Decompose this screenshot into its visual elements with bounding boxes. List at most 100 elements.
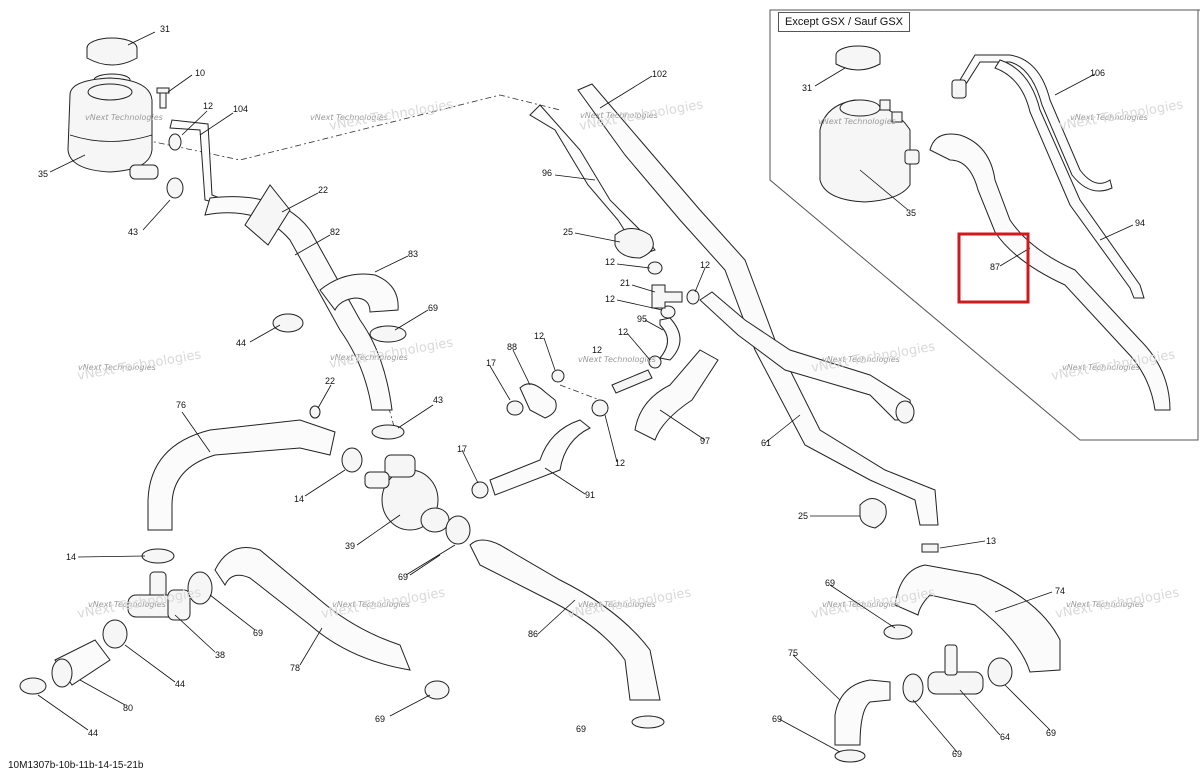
callout-82: 82 bbox=[330, 227, 340, 237]
callout-80: 80 bbox=[123, 703, 133, 713]
clamp-69-c bbox=[187, 571, 213, 605]
highlight-box-87 bbox=[957, 232, 1030, 304]
callout-87: 87 bbox=[990, 262, 1000, 272]
watermark-text: vNext Technologies bbox=[580, 111, 658, 120]
watermark-text: vNext Technologies bbox=[810, 339, 937, 376]
callout-106: 106 bbox=[1090, 68, 1105, 78]
clamp-17-b bbox=[471, 481, 489, 499]
callout-83: 83 bbox=[408, 249, 418, 259]
callout-76: 76 bbox=[176, 400, 186, 410]
clamp-69-f bbox=[883, 624, 913, 640]
callout-35: 35 bbox=[38, 169, 48, 179]
callout-17: 17 bbox=[457, 444, 467, 454]
clamp-12-a bbox=[168, 133, 182, 151]
callout-88: 88 bbox=[507, 342, 517, 352]
callout-69: 69 bbox=[398, 572, 408, 582]
hose-97 bbox=[634, 349, 719, 441]
watermark-text: vNext Technologies bbox=[320, 585, 447, 622]
watermark-text: vNext Technologies bbox=[78, 363, 156, 372]
callout-69: 69 bbox=[253, 628, 263, 638]
hose-87 bbox=[929, 133, 1171, 411]
callout-44: 44 bbox=[175, 679, 185, 689]
clamp-12-b bbox=[647, 261, 663, 275]
dashed-link-hose88 bbox=[559, 384, 601, 401]
hose-76 bbox=[147, 419, 336, 531]
inset-frame bbox=[769, 9, 1199, 441]
tube-fitting bbox=[611, 369, 653, 394]
clamp-44-b bbox=[102, 619, 128, 649]
watermark-text: vNext Technologies bbox=[328, 97, 455, 134]
expansion-tank-35-inset bbox=[819, 99, 920, 203]
callout-75: 75 bbox=[788, 648, 798, 658]
hose-95 bbox=[659, 317, 681, 361]
elbow-88 bbox=[519, 383, 557, 419]
watermark-text: vNext Technologies bbox=[578, 600, 656, 609]
watermark-text: vNext Technologies bbox=[330, 353, 408, 362]
callout-64: 64 bbox=[1000, 732, 1010, 742]
clamp-25-a bbox=[614, 228, 654, 259]
t-fitting-38 bbox=[127, 571, 191, 621]
hose-61-end bbox=[895, 400, 915, 424]
bracket-22-b bbox=[309, 405, 321, 419]
callout-14: 14 bbox=[294, 494, 304, 504]
clamp-25-b bbox=[859, 498, 887, 529]
callout-74: 74 bbox=[1055, 586, 1065, 596]
dashed-link-main bbox=[144, 94, 561, 161]
clamp-17-a bbox=[506, 400, 524, 416]
callout-22: 22 bbox=[325, 376, 335, 386]
elbow-75 bbox=[834, 679, 891, 746]
callout-104: 104 bbox=[233, 104, 248, 114]
callout-44: 44 bbox=[88, 728, 98, 738]
callout-44: 44 bbox=[236, 338, 246, 348]
elbow-83 bbox=[319, 273, 399, 313]
callout-12: 12 bbox=[605, 294, 615, 304]
callout-25: 25 bbox=[563, 227, 573, 237]
clamp-12-f bbox=[551, 369, 565, 383]
pipe-64 bbox=[927, 644, 984, 695]
watermark-text: vNext Technologies bbox=[822, 600, 900, 609]
callout-102: 102 bbox=[652, 69, 667, 79]
callout-38: 38 bbox=[215, 650, 225, 660]
watermark-text: vNext Technologies bbox=[332, 600, 410, 609]
callout-12: 12 bbox=[534, 331, 544, 341]
clamp-69-h bbox=[902, 673, 924, 703]
callout-21: 21 bbox=[620, 278, 630, 288]
callout-91: 91 bbox=[585, 490, 595, 500]
callout-13: 13 bbox=[986, 536, 996, 546]
clamp-44-a bbox=[272, 313, 304, 333]
watermark-text: vNext Technologies bbox=[818, 117, 896, 126]
callout-43: 43 bbox=[433, 395, 443, 405]
callout-12: 12 bbox=[605, 257, 615, 267]
callout-69: 69 bbox=[772, 714, 782, 724]
callout-78: 78 bbox=[290, 663, 300, 673]
leader-lines bbox=[37, 31, 1134, 753]
callout-61: 61 bbox=[761, 438, 771, 448]
clamp-69-i bbox=[987, 657, 1013, 687]
clamp-12-g bbox=[591, 399, 609, 417]
callout-12: 12 bbox=[615, 458, 625, 468]
clamp-14-b bbox=[141, 548, 175, 564]
callout-39: 39 bbox=[345, 541, 355, 551]
callout-12: 12 bbox=[700, 260, 710, 270]
callout-86: 86 bbox=[528, 629, 538, 639]
watermark-text: vNext Technologies bbox=[566, 585, 693, 622]
watermark-text: vNext Technologies bbox=[1062, 363, 1140, 372]
inset-label: Except GSX / Sauf GSX bbox=[778, 12, 910, 32]
callout-12: 12 bbox=[618, 327, 628, 337]
fitting-13 bbox=[921, 543, 939, 553]
callout-14: 14 bbox=[66, 552, 76, 562]
callout-35: 35 bbox=[906, 208, 916, 218]
hose-106 bbox=[959, 54, 1113, 192]
fitting-21 bbox=[651, 284, 683, 309]
screw-10 bbox=[156, 87, 170, 109]
watermark-text: vNext Technologies bbox=[1054, 585, 1181, 622]
watermark-text: vNext Technologies bbox=[310, 113, 388, 122]
watermarks: vNext Technologies vNext Technologies vN… bbox=[76, 97, 1185, 622]
callout-97: 97 bbox=[700, 436, 710, 446]
hose-94 bbox=[994, 59, 1145, 299]
hose-74 bbox=[894, 564, 1061, 673]
expansion-tank-35 bbox=[67, 77, 159, 180]
hose-78 bbox=[214, 547, 411, 671]
callout-31: 31 bbox=[160, 24, 170, 34]
